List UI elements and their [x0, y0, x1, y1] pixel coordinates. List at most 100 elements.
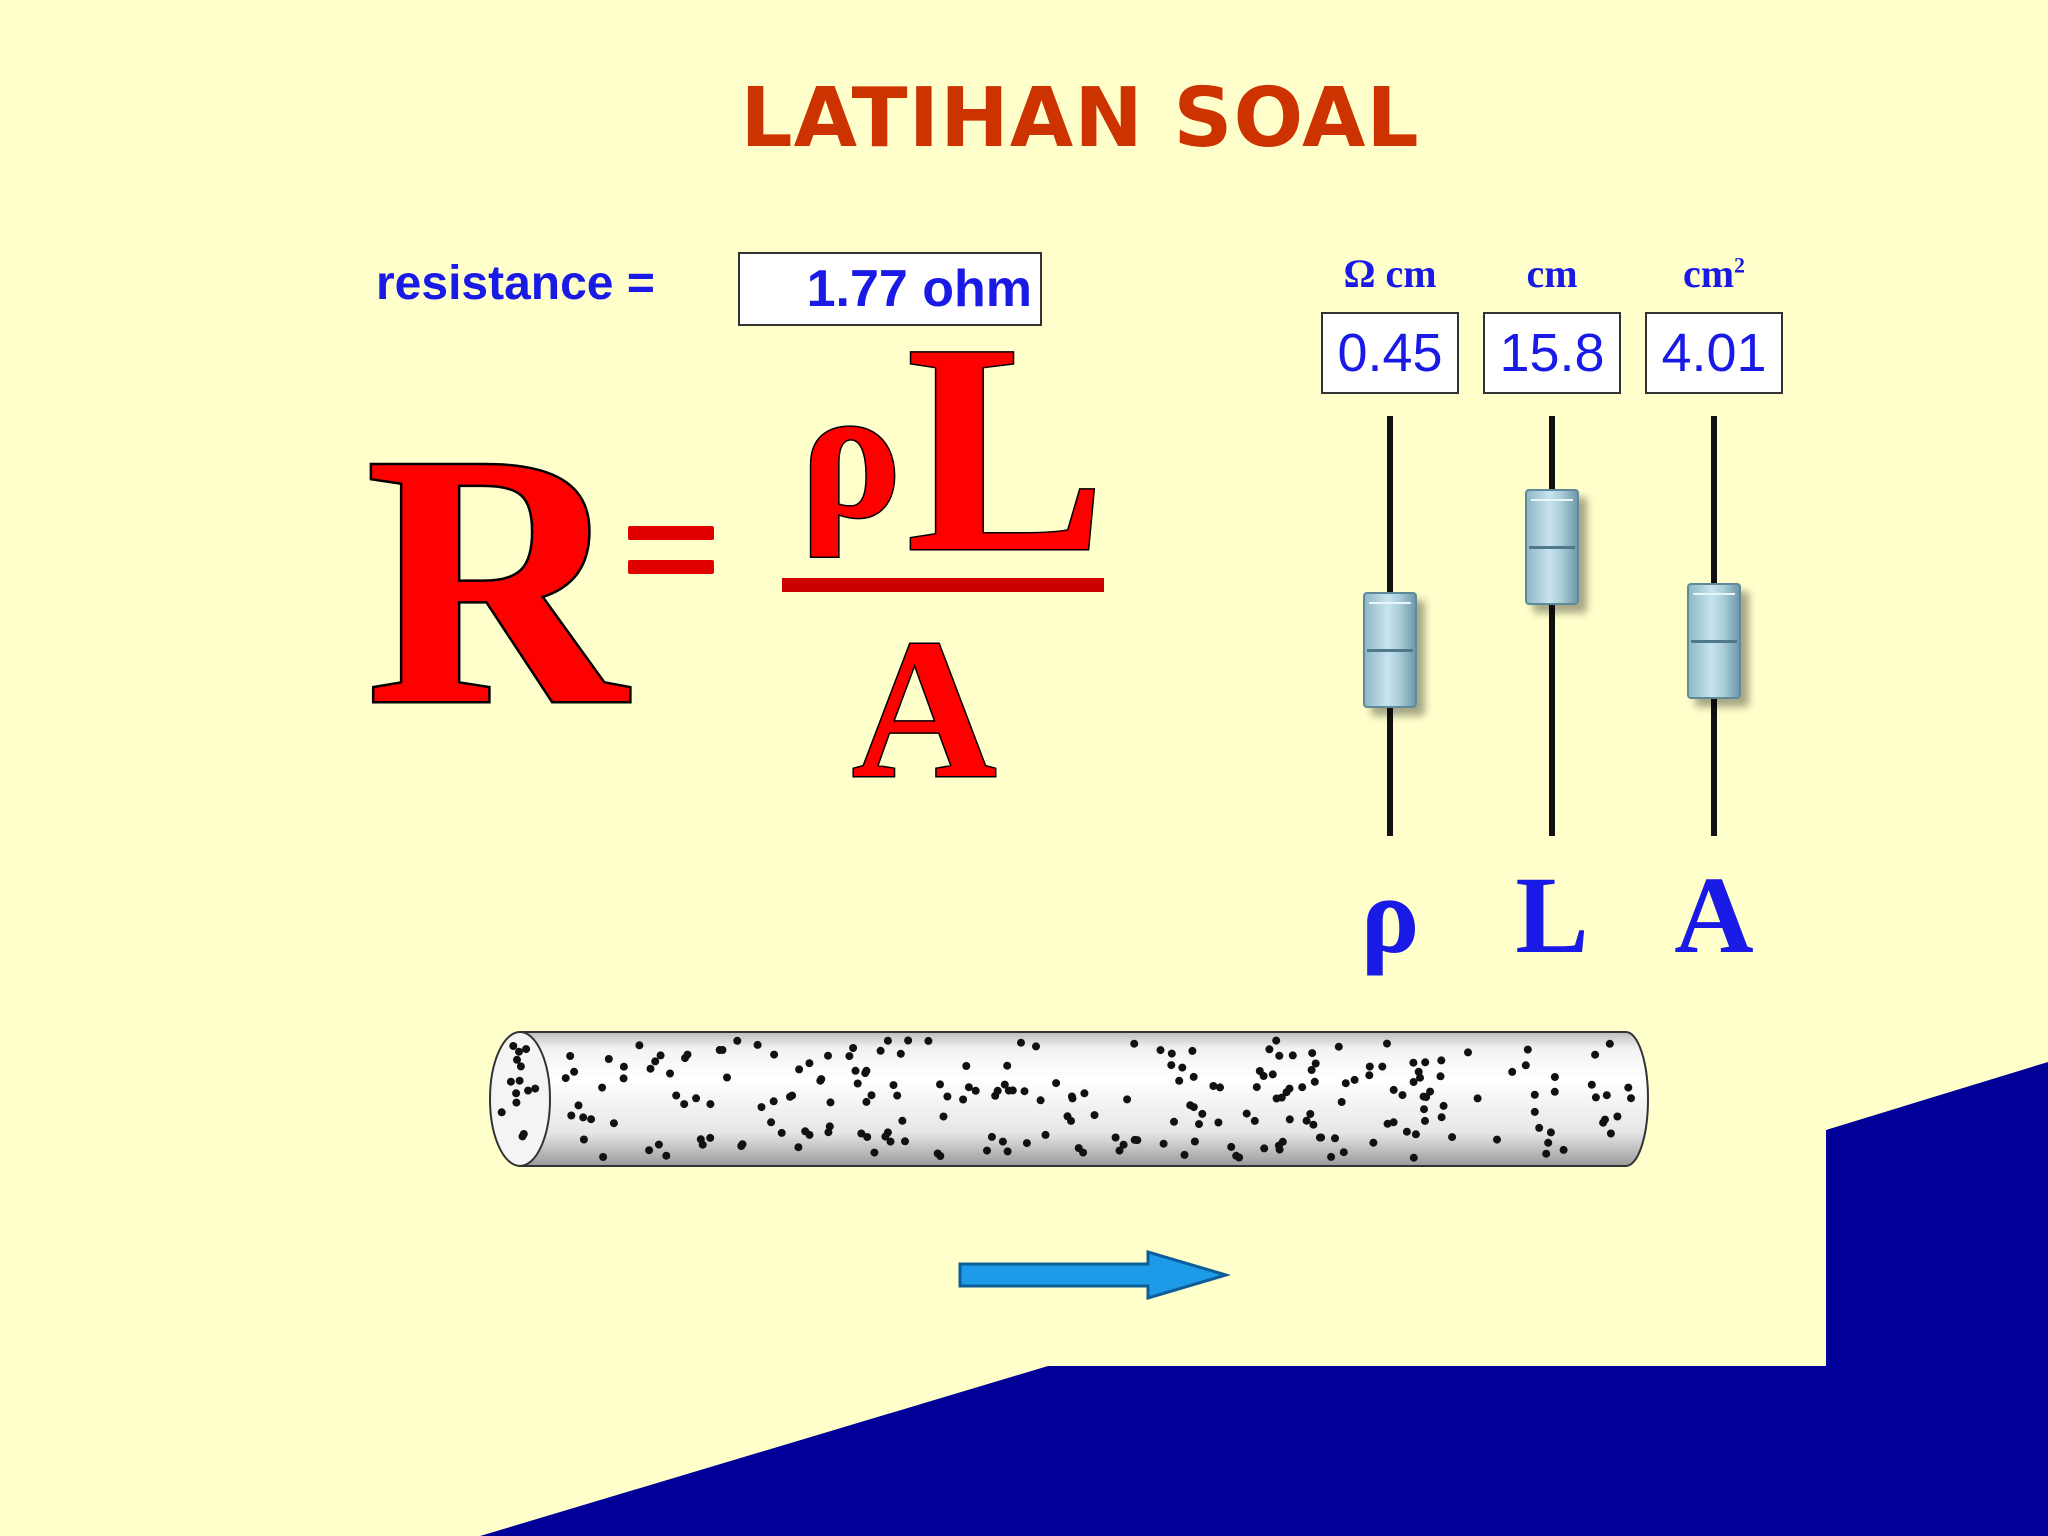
charge-dot — [1464, 1048, 1472, 1057]
formula-rho-symbol: ρ — [799, 348, 904, 558]
charge-dot — [645, 1146, 654, 1155]
charge-dot — [516, 1062, 525, 1071]
charge-dot — [522, 1045, 531, 1054]
area-slider-handle[interactable] — [1687, 583, 1741, 700]
charge-dot — [1530, 1107, 1539, 1116]
charge-dot — [646, 1064, 655, 1073]
charge-dot — [1542, 1149, 1551, 1158]
charge-dot — [619, 1062, 628, 1071]
charge-dot — [1090, 1111, 1099, 1120]
charge-dot — [1414, 1067, 1423, 1076]
charge-dot — [1383, 1119, 1392, 1128]
charge-dot — [876, 1046, 885, 1055]
charge-dot — [1550, 1073, 1559, 1081]
charge-dot — [1252, 1083, 1261, 1092]
charge-dot — [1426, 1087, 1435, 1096]
conductor-wire — [489, 1031, 1649, 1167]
charge-dot — [845, 1052, 854, 1061]
charge-dot — [1587, 1080, 1596, 1089]
charge-dot — [1422, 1093, 1431, 1102]
charge-dot — [862, 1066, 871, 1075]
charge-dot — [1605, 1039, 1614, 1048]
charge-dot — [1436, 1072, 1445, 1081]
charge-dot — [1178, 1063, 1187, 1072]
charge-dot — [1260, 1144, 1269, 1153]
charge-dot — [579, 1113, 588, 1122]
rho-unit-label: Ω cm — [1343, 251, 1437, 296]
length-slider-track[interactable] — [1549, 416, 1555, 836]
charge-dot — [1420, 1105, 1428, 1114]
rho-value-box[interactable]: 0.45 — [1321, 312, 1459, 394]
charge-dot — [1188, 1046, 1197, 1055]
charge-dot — [1167, 1061, 1176, 1070]
charge-dot — [867, 1091, 876, 1100]
charge-dot — [570, 1067, 579, 1076]
charge-dot — [767, 1118, 776, 1127]
length-value-box[interactable]: 15.8 — [1483, 312, 1621, 394]
charge-dot — [886, 1137, 895, 1146]
charge-dot — [1602, 1091, 1611, 1100]
area-value-box[interactable]: 4.01 — [1645, 312, 1783, 394]
charge-dot — [524, 1086, 533, 1095]
charge-dot — [567, 1111, 576, 1120]
area-symbol-label: A — [1674, 854, 1754, 976]
charge-dot — [1195, 1120, 1203, 1129]
charge-dot — [753, 1040, 762, 1049]
charge-dot — [1214, 1118, 1223, 1127]
charge-dot — [971, 1086, 980, 1095]
charge-dot — [1052, 1079, 1061, 1088]
charge-dot — [1591, 1050, 1600, 1059]
charge-dot — [898, 1116, 907, 1125]
page-title: LATIHAN SOAL — [740, 71, 1420, 166]
charge-dot — [924, 1036, 933, 1045]
charge-dot — [1198, 1109, 1207, 1118]
charge-dot — [1334, 1042, 1343, 1051]
charge-dot — [1365, 1071, 1374, 1080]
charge-dot — [1265, 1045, 1274, 1054]
charge-dot — [849, 1044, 858, 1052]
charge-dot — [824, 1051, 832, 1060]
charge-dot — [512, 1089, 521, 1098]
charge-dot — [794, 1143, 803, 1152]
charge-dot — [1272, 1036, 1281, 1045]
charge-dot — [853, 1079, 862, 1088]
charge-dot — [824, 1128, 833, 1137]
charge-dot — [509, 1042, 518, 1050]
charge-dot — [795, 1065, 804, 1074]
charge-dot — [512, 1098, 521, 1107]
charge-dot — [987, 1132, 996, 1141]
charge-dot — [1020, 1087, 1029, 1096]
charge-dot — [1036, 1096, 1045, 1105]
charge-dot — [1022, 1139, 1031, 1148]
charge-dot — [561, 1074, 570, 1083]
charge-dot — [1341, 1079, 1350, 1088]
charge-dot — [851, 1066, 860, 1075]
charge-dot — [1189, 1072, 1198, 1081]
charge-dot — [1530, 1090, 1539, 1099]
charge-dot — [609, 1119, 618, 1128]
charge-dot — [1409, 1153, 1418, 1162]
charge-dot — [816, 1076, 825, 1085]
charge-dot — [1331, 1134, 1339, 1143]
resistance-value: 1.77 ohm — [806, 260, 1032, 318]
charge-dot — [519, 1130, 528, 1138]
charge-dot — [1317, 1133, 1326, 1142]
charge-dot — [662, 1151, 671, 1160]
charge-dot — [656, 1051, 665, 1060]
charge-dot — [1591, 1093, 1600, 1102]
charge-dot — [506, 1077, 515, 1086]
charge-dot — [959, 1095, 968, 1104]
charge-dot — [599, 1153, 608, 1161]
charge-dot — [497, 1108, 506, 1117]
charge-dot — [889, 1081, 898, 1090]
length-slider-handle[interactable] — [1525, 488, 1579, 605]
charge-dot — [1508, 1067, 1517, 1076]
charge-dot — [1473, 1094, 1482, 1103]
charge-dot — [733, 1036, 742, 1045]
charge-dot — [1232, 1151, 1241, 1160]
charge-dot — [1074, 1144, 1083, 1153]
rho-slider-handle[interactable] — [1363, 592, 1417, 709]
charge-dot — [896, 1049, 905, 1058]
formula-area-symbol: A — [850, 599, 997, 820]
charge-dot — [566, 1052, 575, 1060]
